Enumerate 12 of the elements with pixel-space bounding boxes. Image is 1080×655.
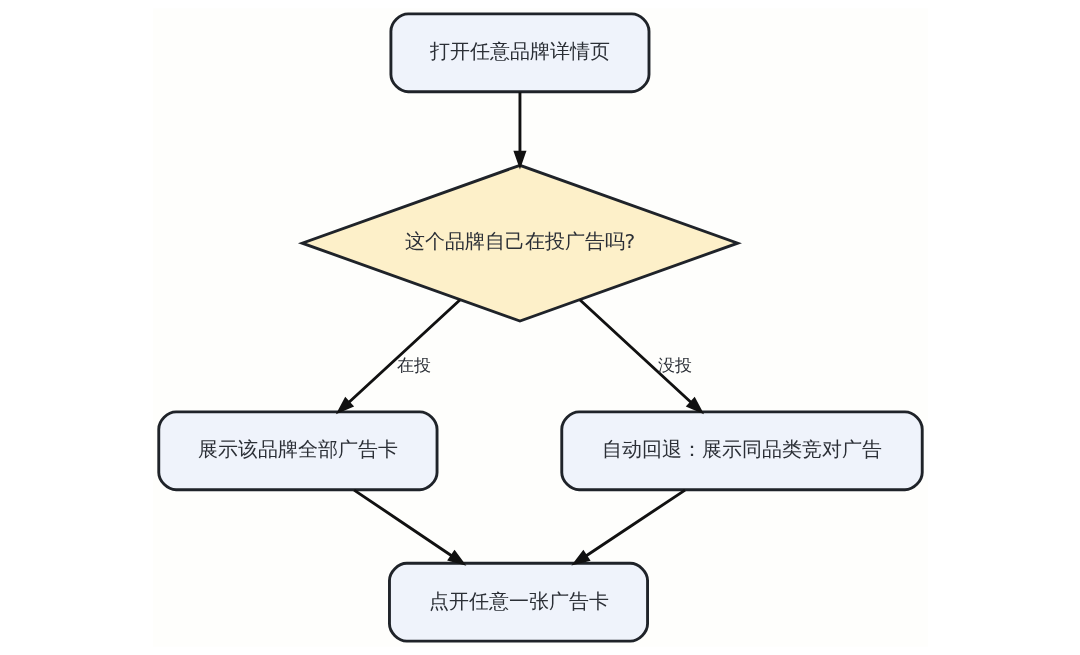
node-diamond: 这个品牌自己在投广告吗? [297, 163, 742, 323]
arrow [578, 298, 704, 415]
arrow [512, 92, 527, 170]
node-box: 自动回退：展示同品类竞对广告 [559, 410, 924, 492]
node-box: 点开任意一张广告卡 [387, 561, 649, 643]
node-box: 展示该品牌全部广告卡 [156, 410, 438, 492]
arrow [335, 298, 461, 415]
arrow [570, 488, 686, 566]
node-box: 打开任意品牌详情页 [388, 12, 650, 94]
edge-label: 没投 [657, 354, 692, 375]
edge-label: 在投 [396, 354, 431, 375]
arrow [352, 488, 466, 566]
